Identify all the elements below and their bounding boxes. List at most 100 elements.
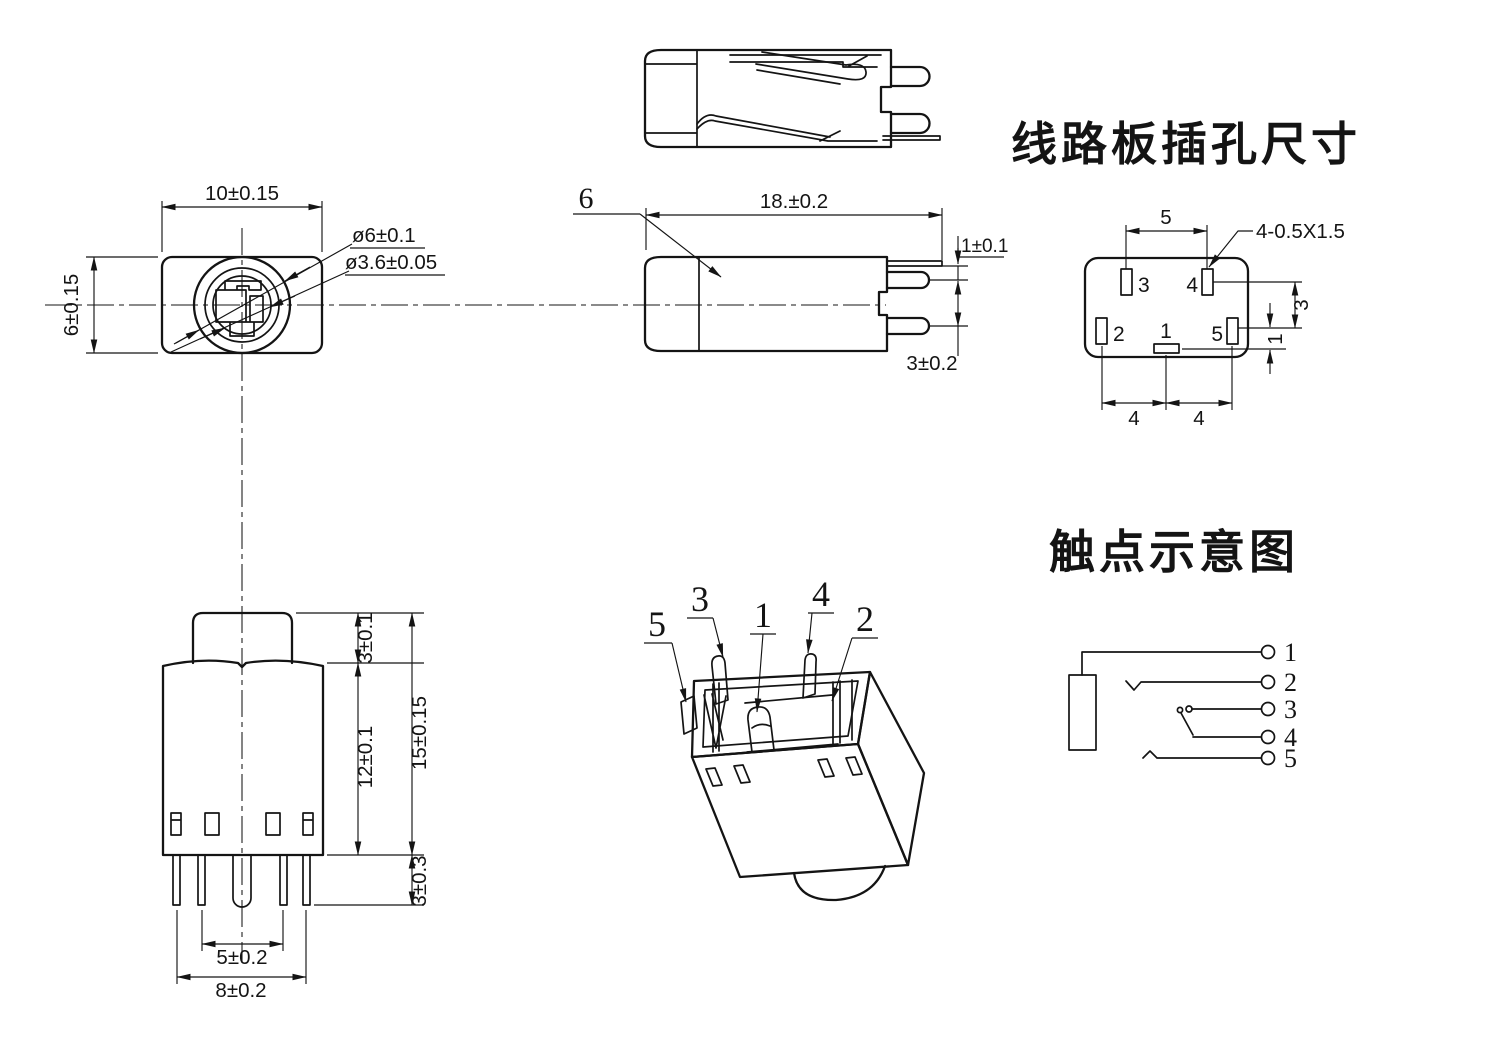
pcb-right-extension-lines (1182, 281, 1302, 350)
iso-leader-1 (750, 633, 776, 712)
pad-3-label: 3 (1138, 274, 1150, 297)
pad-1-label: 1 (1160, 320, 1172, 343)
front-view-inner-contacts (215, 280, 264, 337)
pad-4-label: 4 (1186, 274, 1198, 297)
schematic-label-3: 3 (1284, 695, 1297, 724)
top-view-spring-upper (755, 51, 867, 85)
schematic-label-4: 4 (1284, 723, 1297, 752)
outer-dia-arrow-ne (284, 266, 311, 282)
inner-dia-arrow-ne (269, 295, 296, 308)
pad-1 (1153, 343, 1180, 354)
inner-dia-arrow-sw (199, 327, 226, 340)
iso-fin-5 (680, 695, 698, 735)
schematic-wire-1 (1081, 651, 1262, 676)
iso-front-slots (705, 756, 863, 787)
front-height-dim-text: 6±0.15 (60, 274, 83, 337)
side-view-body (643, 255, 889, 353)
pcb-title: 线路板插孔尺寸 (1011, 118, 1361, 170)
total-height-dim-text: 15±0.15 (408, 696, 431, 770)
pcb-slot-spec-text: 4-0.5X1.5 (1256, 220, 1345, 243)
top-view-pins (889, 65, 931, 135)
schematic-terminal-3 (1260, 701, 1276, 717)
inner-pitch-dim-text: 5±0.2 (216, 946, 267, 969)
iso-label-2: 2 (856, 599, 874, 639)
outer-pitch-dim-text: 8±0.2 (215, 979, 266, 1002)
pad-2-label: 2 (1113, 323, 1125, 346)
pad-2 (1095, 317, 1108, 345)
pin-length-dim-text: 3±0.3 (408, 855, 431, 906)
front-width-dim-text: 10±0.15 (205, 182, 279, 205)
pcb-v3-dim-text: 3 (1290, 299, 1313, 310)
side-pin-extension-lines (930, 265, 968, 327)
isometric-view: 5 3 1 4 2 (644, 574, 926, 902)
iso-leader-2 (832, 637, 878, 701)
contact-schematic: 触点示意图 1 2 3 4 5 (1049, 526, 1299, 773)
outer-dia-leader (175, 243, 425, 344)
pcb-top-extension-lines (1125, 225, 1208, 269)
top-view-body (643, 48, 893, 149)
part-label-leader (639, 213, 722, 278)
pad-4 (1201, 268, 1214, 296)
schematic-title: 触点示意图 (1049, 526, 1299, 578)
iso-front-face (690, 742, 910, 879)
iso-center-contact (747, 706, 775, 753)
iso-leader-5 (644, 642, 686, 702)
iso-label-5: 5 (648, 604, 666, 644)
pad-5 (1226, 317, 1239, 345)
schematic-terminal-4 (1260, 729, 1276, 745)
iso-left-contact-fins (703, 682, 727, 753)
iso-right-contact-fins (744, 679, 853, 753)
side-view-flat-pin (886, 260, 943, 267)
pcb-b4a-dim-text: 4 (1128, 407, 1139, 430)
schematic-terminal-5 (1260, 750, 1276, 766)
bottom-pitch-extension-lines (176, 910, 307, 984)
iso-dome (792, 864, 887, 902)
iso-label-1: 1 (754, 595, 772, 635)
outer-dia-text: ø6±0.1 (352, 224, 416, 247)
top-view-flat-pin (882, 135, 941, 141)
schematic-contact-dot-3 (1185, 705, 1193, 713)
front-view: 10±0.15 6±0.15 ø6±0.1 ø3.6±0.05 (60, 182, 445, 355)
pcb-top-dim-text: 5 (1160, 206, 1171, 229)
iso-label-3: 3 (691, 579, 709, 619)
pcb-footprint: 线路板插孔尺寸 3 4 2 5 1 5 4-0.5X1.5 3 1 4 4 (1011, 118, 1361, 430)
schematic-terminal-2 (1260, 674, 1276, 690)
side-length-extension-lines (645, 208, 943, 260)
bottom-view-body (161, 659, 325, 857)
iso-label-4: 4 (812, 574, 830, 614)
iso-leader-3 (687, 617, 723, 657)
bottom-view-thin-pins (172, 854, 311, 906)
pad-3 (1120, 268, 1133, 296)
side-length-dim-text: 18.±0.2 (760, 190, 828, 213)
schematic-label-5: 5 (1284, 744, 1297, 773)
pad-5-label: 5 (1211, 323, 1223, 346)
boss-dim-text: 3±0.1 (354, 612, 377, 663)
bottom-view-boss (191, 611, 294, 665)
iso-leader-4 (808, 612, 834, 653)
top-view (643, 48, 941, 149)
schematic-wire-2 (1125, 680, 1262, 691)
iso-inner-rim (702, 680, 859, 748)
schematic-terminal-1 (1260, 644, 1276, 660)
top-view-cap-lines (644, 49, 698, 148)
schematic-label-2: 2 (1284, 668, 1297, 697)
top-view-spring-lower (696, 114, 878, 142)
schematic-label-1: 1 (1284, 638, 1297, 667)
body-height-dim-text: 12±0.1 (354, 726, 377, 789)
inner-dia-text: ø3.6±0.05 (345, 251, 437, 274)
side-view: 6 18.±0.2 1±0.1 3±0.2 (573, 182, 1008, 375)
pcb-v1-dim-text: 1 (1264, 333, 1287, 344)
outer-dia-arrow-sw (173, 329, 200, 345)
schematic-sleeve (1068, 674, 1097, 751)
schematic-pivot-dot (1176, 706, 1184, 714)
bottom-view: 3±0.1 12±0.1 15±0.15 3±0.3 5±0.2 8±0.2 (161, 611, 431, 1002)
bottom-view-center-pin (232, 854, 252, 908)
part-label-6: 6 (579, 182, 594, 215)
centerlines (45, 228, 886, 963)
front-view-barrel-circle (192, 255, 292, 355)
pin-offset-dim-text: 1±0.1 (961, 236, 1008, 257)
pcb-b4b-dim-text: 4 (1193, 407, 1204, 430)
schematic-wire-5 (1142, 750, 1262, 759)
pcb-bottom-extension-lines (1101, 346, 1233, 410)
